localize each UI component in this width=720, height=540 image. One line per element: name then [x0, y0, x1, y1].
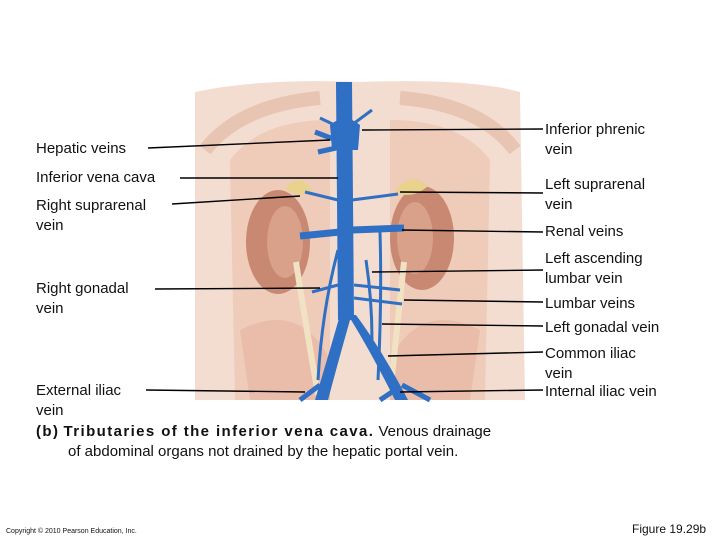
label-hepatic-veins: Hepatic veins [36, 140, 127, 157]
inferior-vena-cava-vessel [336, 82, 354, 320]
figure-number: Figure 19.29b [632, 522, 707, 536]
right-ureter [293, 261, 321, 396]
right-gonadal-vessel [316, 249, 340, 381]
left-kidney-inner [397, 202, 433, 274]
label-lumbar-veins: Lumbar veins [545, 295, 636, 312]
label-inferior-vena-cava: Inferior vena cava [36, 169, 156, 186]
label-right-suprarenal-vein: Right suprarenal vein [36, 197, 147, 234]
left-renal-vessel [351, 224, 405, 234]
label-common-iliac-vein: Common iliac vein [545, 345, 636, 382]
right-common-iliac-vessel [315, 315, 350, 400]
left-gonadal-vessel [376, 231, 383, 381]
label-inferior-phrenic-vein: Inferior phrenic vein [545, 121, 646, 158]
rib-cage-edge [199, 91, 521, 155]
right-kidney-inner [267, 206, 303, 278]
label-left-suprarenal-vein: Left suprarenal vein [545, 176, 646, 213]
label-external-iliac-vein: External iliac vein [36, 382, 122, 419]
label-left-ascending-lumbar-vein: Left ascending lumbar vein [545, 250, 643, 287]
pelvis [240, 320, 480, 400]
copyright-notice: Copyright © 2010 Pearson Education, Inc. [6, 528, 137, 535]
right-renal-vessel [299, 228, 341, 240]
caption-title: Tributaries of the inferior vena cava. [63, 423, 375, 440]
label-renal-veins: Renal veins [545, 223, 624, 240]
leader-lines [145, 128, 544, 393]
caption-text-2: of abdominal organs not drained by the h… [68, 443, 459, 460]
iliac-branches [298, 382, 432, 403]
figure-caption: (b) Tributaries of the inferior vena cav… [36, 422, 491, 462]
suprarenal-vessels [304, 108, 399, 202]
ascending-lumbar-vessel [364, 259, 374, 341]
label-left-gonadal-vein: Left gonadal vein [545, 319, 660, 336]
caption-part: (b) [36, 423, 60, 440]
label-internal-iliac-vein: Internal iliac vein [545, 383, 657, 400]
caption-text-1: Venous drainage [378, 423, 492, 440]
left-adrenal-gland [395, 179, 428, 195]
hepatic-vessels [314, 129, 337, 155]
label-right-gonadal-vein: Right gonadal vein [36, 280, 129, 317]
lumbar-vessels [311, 283, 403, 306]
